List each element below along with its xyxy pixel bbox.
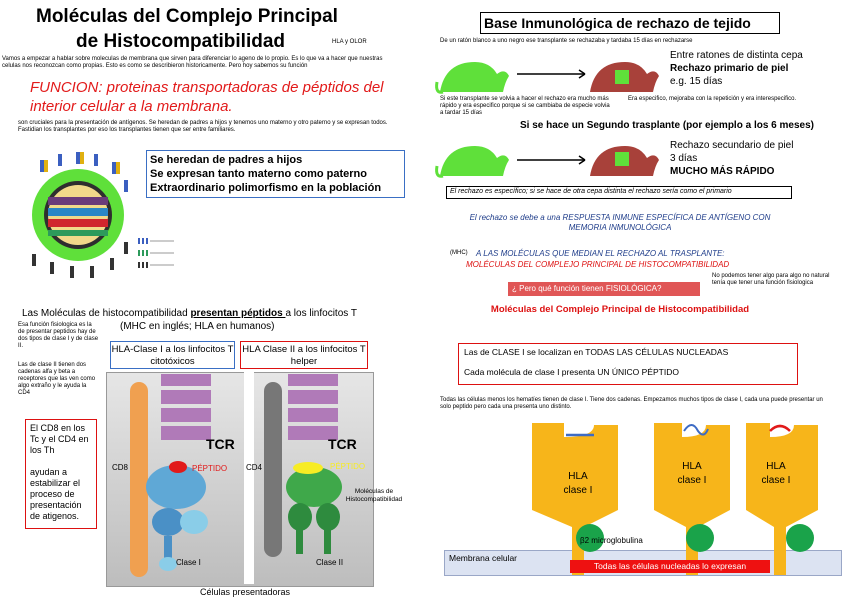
- tcr-label-2: TCR: [328, 436, 357, 452]
- after-function-note: son cruciales para la presentación de an…: [18, 120, 398, 134]
- class1-molecule-diagram: [106, 372, 236, 587]
- class1-note: Todas las células menos los hematíes tie…: [440, 397, 830, 411]
- specific-note: Era especifico, mejoraba con la repetici…: [628, 96, 798, 103]
- inheritance-line-2: Se expresan tanto materno como paterno: [150, 167, 401, 181]
- secondary-days-text: 3 días: [670, 153, 697, 164]
- presenting-cells-label: Células presentadoras: [170, 587, 320, 597]
- class-i-label: Clase I: [176, 558, 201, 567]
- hla-label-3-line1: HLA: [748, 460, 804, 474]
- repeat-note: Si este transplante se volvia a hacer el…: [440, 96, 610, 117]
- left-title-tag: HLA y OLOR: [332, 39, 367, 46]
- mouse-pair-1: [435, 52, 665, 97]
- class1-info-line-2: Cada molécula de clase I presenta UN ÚNI…: [464, 367, 792, 378]
- hla-label-1-line2: clase I: [548, 484, 608, 498]
- present-subtitle: (MHC en inglés; HLA en humanos): [120, 321, 275, 332]
- second-graft-text: Si se hace un Segundo trasplante (por ej…: [520, 120, 814, 131]
- mediators-line-1: A LAS MOLÉCULAS QUE MEDIAN EL RECHAZO AL…: [476, 249, 725, 258]
- hla-label-2-line1: HLA: [662, 460, 722, 474]
- cd8-cd4-box: El CD8 en los Tc y el CD4 en los Th ayud…: [25, 419, 97, 529]
- inheritance-line-1: Se heredan de padres a hijos: [150, 153, 401, 167]
- inheritance-line-3: Extraordinario polimorfismo en la poblac…: [150, 181, 401, 195]
- primary-days-text: e.g. 15 días: [670, 76, 722, 87]
- class-ii-label: Clase II: [316, 558, 343, 567]
- right-title: Base Inmunológica de rechazo de tejido: [480, 12, 780, 34]
- hla-label-1-line1: HLA: [548, 470, 608, 484]
- mouse-pair-2: [435, 132, 665, 182]
- peptido-label-1: PÉPTIDO: [192, 464, 227, 473]
- side-note-2: Las de clase II tienen dos cadenas alfa …: [18, 362, 100, 397]
- class1-box: HLA-Clase I a los linfocitos T citotóxic…: [110, 341, 235, 369]
- class2-molecule-diagram: [236, 372, 374, 587]
- all-cells-banner: Todas las células nucleadas lo expresan: [570, 560, 770, 573]
- class1-info-box: Las de CLASE I se localizan en TODAS LAS…: [458, 343, 798, 385]
- hla-label-2: HLA clase I: [662, 460, 722, 488]
- secondary-rejection-text: Rechazo secundario de piel: [670, 140, 793, 151]
- faster-text: MUCHO MÁS RÁPIDO: [670, 166, 774, 177]
- section-title: Moléculas del Complejo Principal de Hist…: [450, 304, 790, 315]
- hla-class1-diagram: [444, 415, 842, 580]
- cd8-label: CD8: [112, 463, 128, 472]
- physiological-question-button[interactable]: ¿ Pero qué función tienen FISIOLÓGICA?: [508, 282, 700, 296]
- strain-text: Entre ratones de distinta cepa: [670, 50, 803, 61]
- present-title-pre: Las Moléculas de histocompatibilidad: [22, 308, 190, 319]
- present-title: Las Moléculas de histocompatibilidad pre…: [22, 308, 357, 319]
- side-note-1: Esa función fisiologica es la de present…: [18, 322, 100, 350]
- cd4-label: CD4: [246, 463, 262, 472]
- function-text: FUNCION: proteinas transportadoras de pé…: [30, 78, 400, 116]
- tcr-label-1: TCR: [206, 436, 235, 452]
- mhc-legend-icons: [138, 238, 178, 278]
- peptido-label-2: PÉPTIDO: [330, 462, 365, 471]
- mhc-cell-diagram: [20, 150, 140, 280]
- primary-rejection-text: Rechazo primario de piel: [670, 63, 788, 74]
- mhc-tag: (MHC): [450, 250, 468, 257]
- inheritance-box: Se heredan de padres a hijos Se expresan…: [146, 150, 405, 198]
- hla-label-2-line2: clase I: [662, 474, 722, 488]
- present-title-underline: presentan péptidos: [190, 308, 285, 319]
- b2m-label: β2 microglobulina: [580, 536, 643, 545]
- hla-label-3-line2: clase I: [748, 474, 804, 488]
- intro-note: Vamos a empezar a hablar sobre moleculas…: [2, 56, 402, 70]
- graft-note: De un ratón blanco a uno negro ese trans…: [440, 38, 800, 45]
- hla-label-1: HLA clase I: [548, 470, 608, 498]
- left-title-line1: Moléculas del Complejo Principal: [36, 6, 338, 28]
- specific-rejection-box: El rechazo es específico; si se hace de …: [446, 186, 792, 199]
- left-title-line2: de Histocompatibilidad: [76, 31, 285, 53]
- class1-info-line-1: Las de CLASE I se localizan en TODAS LAS…: [464, 347, 792, 358]
- question-note: No podemos tener algo para algo no natur…: [712, 273, 830, 287]
- mediators-line-2: MOLÉCULAS DEL COMPLEJO PRINCIPAL DE HIST…: [466, 260, 729, 269]
- immune-response-text: El rechazo se debe a una RESPUESTA INMUN…: [450, 213, 790, 233]
- class2-box: HLA Clase II a los linfocitos T helper: [240, 341, 368, 369]
- hla-label-3: HLA clase I: [748, 460, 804, 488]
- mhc-molecules-label: Moléculas de Histocompatibilidad: [334, 488, 414, 504]
- present-title-post: a los linfocitos T: [285, 308, 357, 319]
